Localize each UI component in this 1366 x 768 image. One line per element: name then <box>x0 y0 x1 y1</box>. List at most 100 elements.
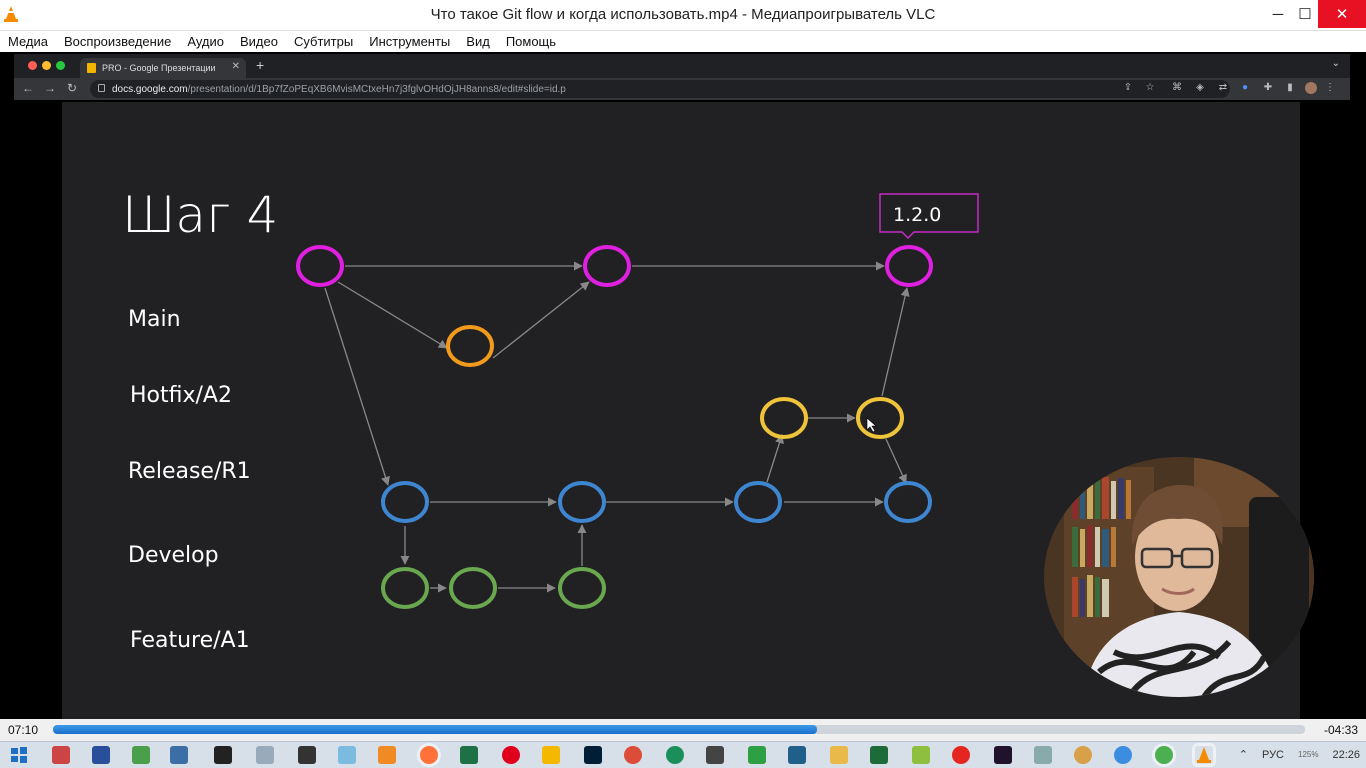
app-icon[interactable] <box>788 746 806 764</box>
video-area[interactable]: PRO - Google Презентации ✕ + ⌄ ← → ↻ doc… <box>0 52 1366 719</box>
sidepanel-icon: ▮ <box>1287 82 1293 93</box>
opera-icon[interactable] <box>502 746 520 764</box>
close-button[interactable]: ✕ <box>1318 0 1366 28</box>
menu-audio[interactable]: Аудио <box>187 34 224 49</box>
console-icon[interactable] <box>298 746 316 764</box>
mac-zoom-dot <box>56 61 65 70</box>
gitflow-diagram: Шаг 4 Main Hotfix/A2 Release/R1 Develop … <box>122 186 979 653</box>
phpstorm-icon[interactable] <box>994 746 1012 764</box>
commit-hotfix <box>446 325 494 367</box>
app-icon[interactable] <box>1155 746 1173 764</box>
label-feature: Feature/A1 <box>130 628 250 653</box>
kebab-menu-icon: ⋮ <box>1325 82 1335 93</box>
system-tray: ⌃ РУС 125% 22:26 <box>1238 748 1360 762</box>
menu-video[interactable]: Видео <box>240 34 278 49</box>
window-title: Что такое Git flow и когда использовать.… <box>430 6 936 23</box>
menu-help[interactable]: Помощь <box>505 34 557 49</box>
app-icon[interactable] <box>256 746 274 764</box>
puzzle-icon: ✚ <box>1263 82 1273 93</box>
mouse-cursor-icon <box>866 417 877 433</box>
browser-tab-title: PRO - Google Презентации <box>102 63 216 73</box>
app-icon[interactable] <box>748 746 766 764</box>
webcam-overlay <box>1044 457 1314 697</box>
app-icon[interactable] <box>338 746 356 764</box>
language-indicator[interactable]: РУС <box>1261 748 1284 761</box>
star-icon: ☆ <box>1145 82 1155 93</box>
menu-view[interactable]: Вид <box>466 34 490 49</box>
commit-main-3 <box>885 245 933 287</box>
app-icon[interactable] <box>1034 746 1052 764</box>
profile-avatar-icon <box>1305 82 1317 94</box>
extension-icon: ◈ <box>1196 82 1204 93</box>
commit-arrows <box>324 261 910 593</box>
commit-develop-1 <box>381 481 429 523</box>
url-path: /presentation/d/1Bp7fZoPEqXB6MvisMCtxeHn… <box>187 83 566 95</box>
vlc-cone-icon <box>4 6 18 22</box>
app-icon[interactable] <box>1074 746 1092 764</box>
windows-start-icon[interactable] <box>10 746 28 764</box>
browser-tabstrip: PRO - Google Презентации ✕ + ⌄ <box>14 54 1350 78</box>
commit-feature-2 <box>449 567 497 609</box>
menu-media[interactable]: Медиа <box>8 34 48 49</box>
label-main: Main <box>128 307 181 332</box>
back-icon: ← <box>22 81 34 95</box>
seek-bar-row: 07:10 -04:33 <box>0 719 1366 741</box>
arrow-main-develop <box>324 287 390 486</box>
app-icon[interactable] <box>52 746 70 764</box>
forward-icon: → <box>44 81 56 95</box>
terminal-icon[interactable] <box>214 746 232 764</box>
commit-main-1 <box>296 245 344 287</box>
label-release: Release/R1 <box>128 459 251 484</box>
menu-playback[interactable]: Воспроизведение <box>64 34 172 49</box>
tray-chevron-icon[interactable]: ⌃ <box>1238 749 1248 761</box>
browser-toolbar: ← → ↻ docs.google.com/presentation/d/1Bp… <box>14 78 1350 100</box>
seek-slider[interactable] <box>53 725 1305 734</box>
share-icon: ⇪ <box>1123 82 1133 93</box>
tag-callout: 1.2.0 <box>879 193 979 240</box>
folder-icon[interactable] <box>830 746 848 764</box>
arrow-develop-release <box>766 434 784 483</box>
slides-favicon-icon <box>87 63 96 73</box>
commit-release-2 <box>856 397 904 439</box>
menu-subtitles[interactable]: Субтитры <box>293 34 354 49</box>
remaining-time: -04:33 <box>1323 723 1358 737</box>
app-icon[interactable] <box>870 746 888 764</box>
save-app-icon[interactable] <box>92 746 110 764</box>
arrow-main-hotfix <box>337 281 448 349</box>
app-icon[interactable] <box>170 746 188 764</box>
app-icon[interactable] <box>542 746 560 764</box>
minimize-button[interactable]: ─ <box>1272 5 1284 23</box>
arrow-release-develop <box>885 438 907 484</box>
mac-minimize-dot <box>42 61 51 70</box>
notes-icon[interactable] <box>912 746 930 764</box>
url-host: docs.google.com <box>112 83 188 95</box>
slide-title: Шаг 4 <box>122 186 278 244</box>
app-icon[interactable] <box>666 746 684 764</box>
chrome-icon[interactable] <box>624 746 642 764</box>
label-hotfix: Hotfix/A2 <box>130 383 232 408</box>
menu-tools[interactable]: Инструменты <box>369 34 451 49</box>
app-icon[interactable] <box>132 746 150 764</box>
photoshop-icon[interactable] <box>584 746 602 764</box>
chrome-icon[interactable] <box>1114 746 1132 764</box>
butterfly-icon[interactable] <box>378 746 396 764</box>
reload-icon: ↻ <box>67 81 78 95</box>
excel-icon[interactable] <box>460 746 478 764</box>
mac-close-dot <box>28 61 37 70</box>
maximize-button[interactable]: ☐ <box>1298 6 1312 23</box>
firefox-icon[interactable] <box>420 746 438 764</box>
browser-tab: PRO - Google Презентации ✕ <box>80 58 246 78</box>
commit-develop-3 <box>734 481 782 523</box>
arrow-release-main <box>881 287 910 397</box>
app-icon[interactable] <box>706 746 724 764</box>
commit-nodes <box>296 245 933 609</box>
chevron-down-icon: ⌄ <box>1331 58 1340 69</box>
clock[interactable]: 22:26 <box>1332 748 1360 761</box>
address-bar: docs.google.com/presentation/d/1Bp7fZoPE… <box>90 80 1230 98</box>
volume-level: 125% <box>1298 750 1319 759</box>
yandex-icon[interactable] <box>952 746 970 764</box>
tag-label: 1.2.0 <box>893 204 941 226</box>
vlc-taskbar-icon[interactable] <box>1195 746 1213 764</box>
extension-icon: ⇄ <box>1218 82 1228 93</box>
commit-release-1 <box>760 397 808 439</box>
